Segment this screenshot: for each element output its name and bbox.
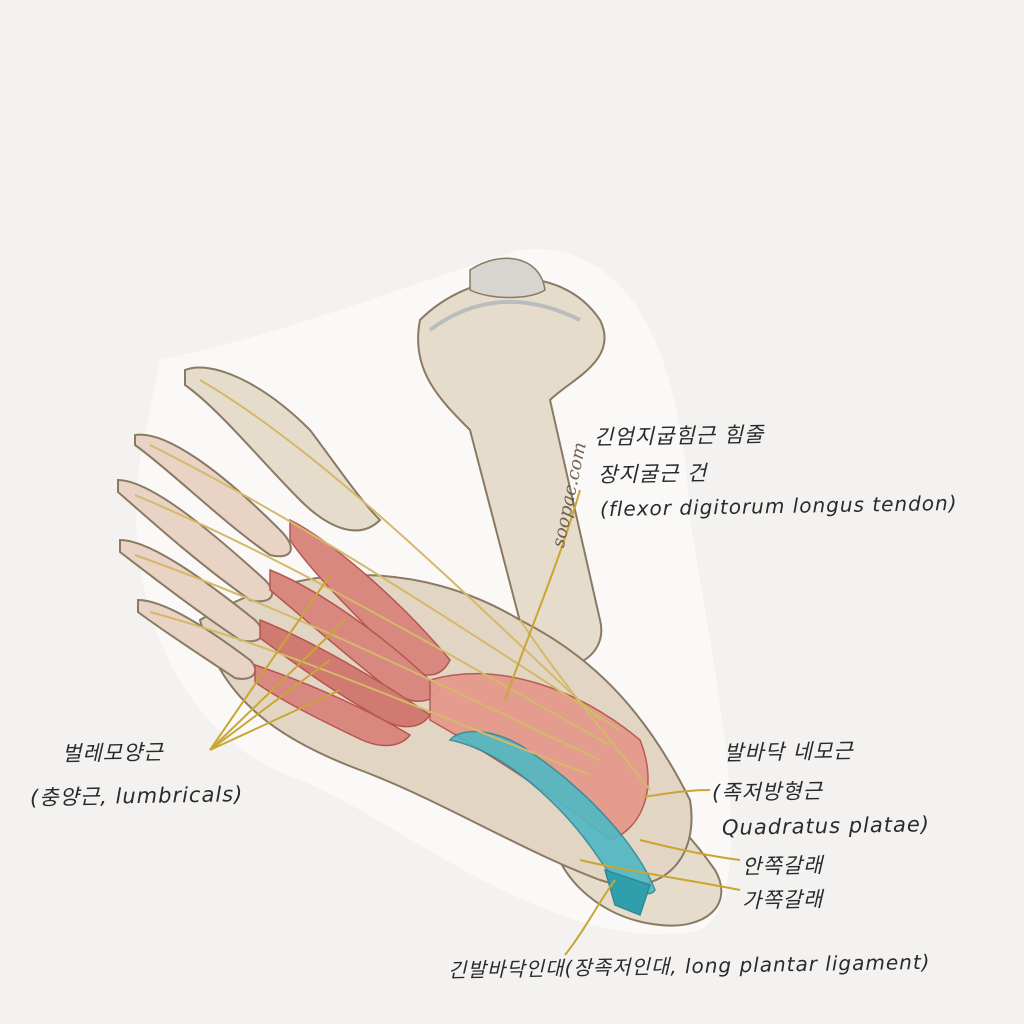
label-quadratus-english: Quadratus platae) (721, 812, 931, 840)
leader-fdl (504, 489, 581, 701)
toe-4 (119, 538, 264, 643)
long-plantar-ligament (448, 730, 656, 916)
toes (117, 366, 382, 680)
leader-quadratus (643, 789, 711, 798)
label-medial-head: 안쪽갈래 (741, 853, 824, 879)
label-lumbricals-english: (충양근, lumbricals) (29, 782, 244, 810)
toe-3 (117, 478, 274, 603)
label-quadratus-korean-2: (족저방형근 (711, 779, 824, 805)
leader-lumbrical-4 (209, 689, 341, 751)
leader-lateral-head (579, 859, 741, 891)
label-lumbricals-korean: 벌레모양근 (61, 740, 164, 766)
label-fdl-korean-2: 장지굴근 건 (597, 461, 708, 487)
label-quadratus-korean-1: 발바닥 네모근 (723, 738, 854, 766)
quadratus-plantae-muscle (429, 673, 649, 841)
leader-lumbrical-2 (209, 619, 346, 751)
leader-lumbrical-1 (209, 574, 331, 751)
great-toe (184, 366, 382, 532)
leader-medial-head (639, 839, 741, 861)
lumbrical-muscles (254, 518, 451, 747)
toe-2 (134, 433, 292, 558)
label-fdl-korean-1: 긴엄지굽힘근 힘줄 (593, 422, 765, 450)
leader-long-plantar (564, 879, 616, 956)
leader-lumbrical-3 (209, 659, 331, 751)
toe-5 (137, 598, 257, 680)
leader-lines (209, 489, 741, 956)
label-lateral-head: 가쪽갈래 (741, 887, 824, 913)
flexor-tendons (134, 379, 651, 791)
tibia-bone (417, 257, 606, 669)
